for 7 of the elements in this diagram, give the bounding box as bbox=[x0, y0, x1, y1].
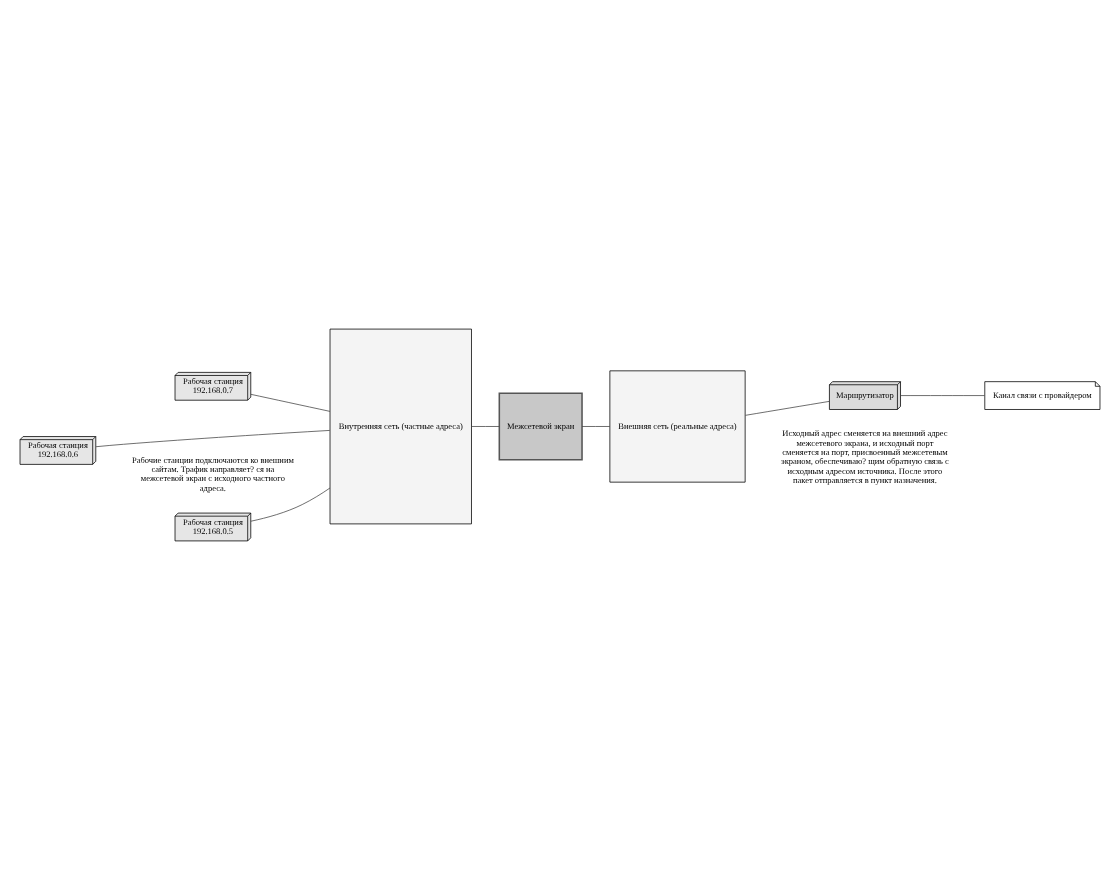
connector bbox=[900, 395, 985, 396]
connector bbox=[250, 393, 331, 412]
connector bbox=[250, 487, 331, 522]
connector bbox=[471, 426, 500, 427]
connector bbox=[581, 426, 611, 427]
connector bbox=[95, 430, 331, 448]
connector bbox=[745, 401, 830, 416]
